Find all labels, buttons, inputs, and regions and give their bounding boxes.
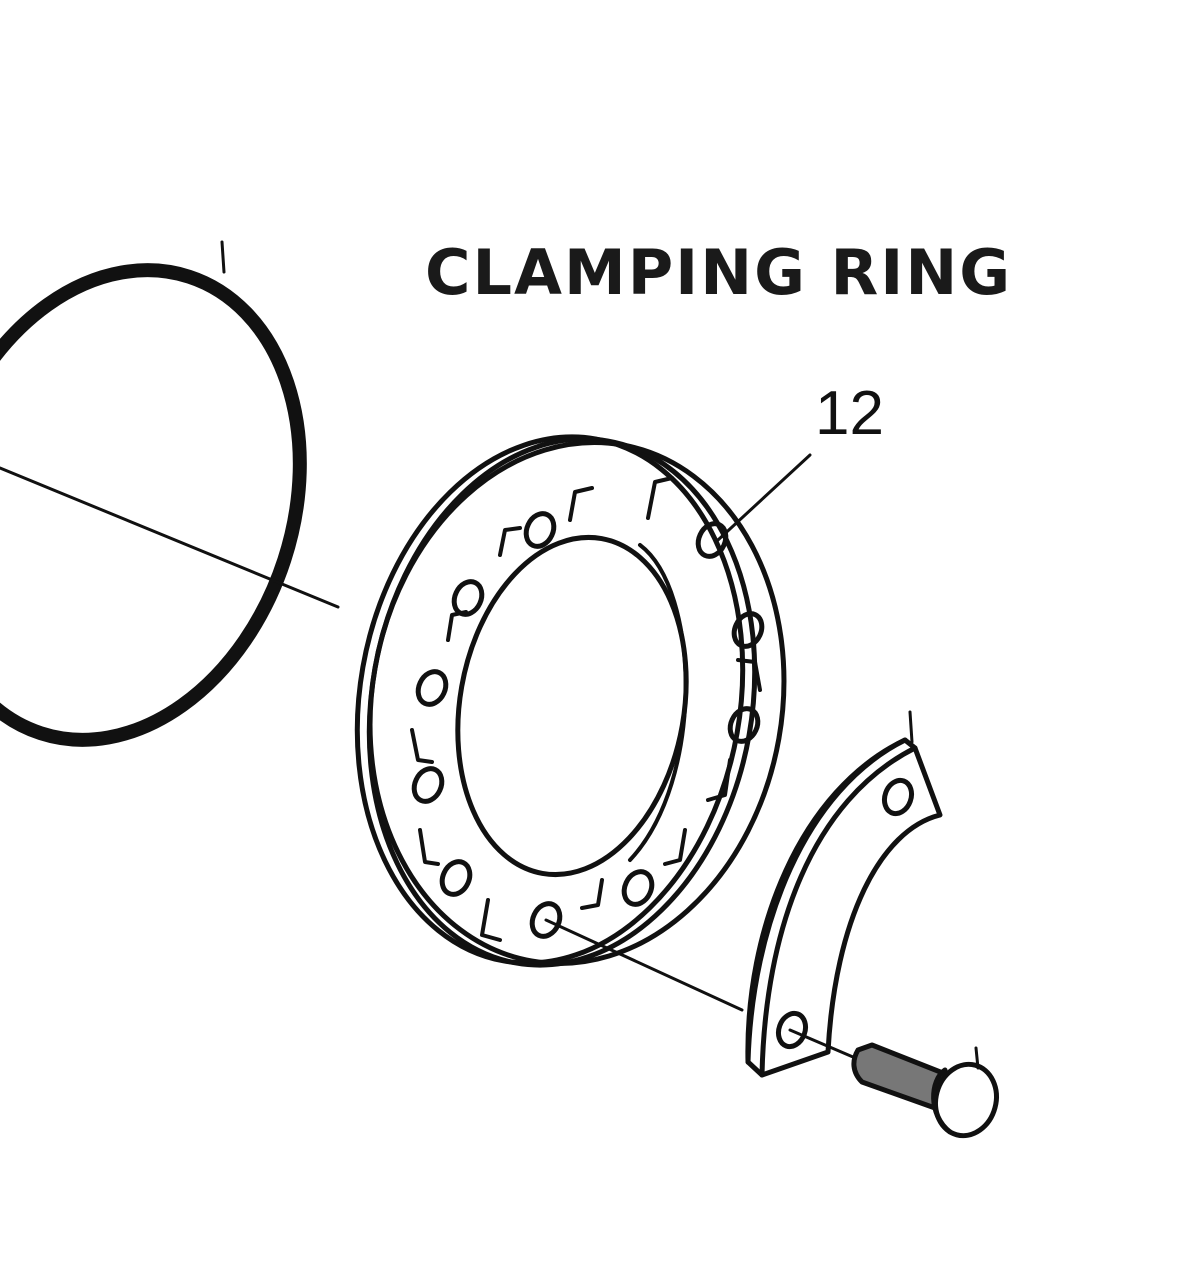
assembly-axis-line — [0, 466, 340, 609]
bolt — [851, 1042, 999, 1139]
diagram-title: CLAMPING RING — [425, 236, 1013, 309]
segment-marks — [410, 476, 762, 942]
bolt-holes — [411, 511, 765, 939]
callout-label-12: 12 — [815, 379, 884, 448]
clamp-segment — [745, 710, 943, 1078]
o-ring — [0, 240, 307, 747]
bolt-axis-line — [544, 918, 744, 1012]
callout-12-leader — [716, 453, 812, 542]
clamping-ring — [354, 434, 787, 968]
